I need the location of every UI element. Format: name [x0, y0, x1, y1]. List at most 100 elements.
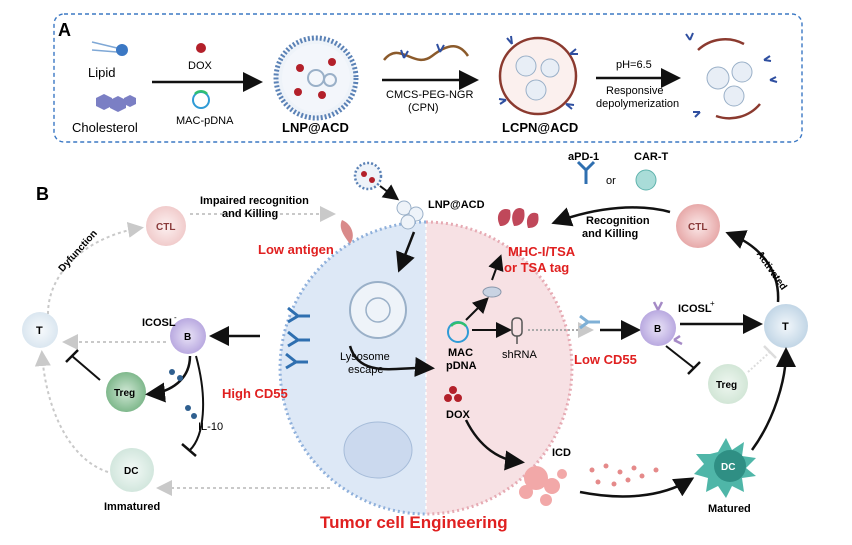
- lnp-small-icon: [353, 161, 424, 230]
- ctl-right-label: CTL: [688, 222, 707, 233]
- treg-right-cell: [708, 364, 748, 404]
- panel-b-letter: B: [36, 184, 49, 204]
- lnp-particle-icon: [273, 35, 359, 121]
- responsive-line2: depolymerization: [596, 98, 679, 110]
- shrna-icon: [511, 317, 523, 344]
- cd55-low-icon: [579, 314, 600, 330]
- lipid-icon: [91, 41, 128, 56]
- cpn-label-line2: (CPN): [408, 102, 439, 114]
- arrow-dox-icd: [464, 419, 525, 471]
- lcpn-label-a: LCPN@ACD: [502, 120, 578, 135]
- antigen-dots-icon: [589, 463, 659, 487]
- il10-dot-icon: [169, 369, 175, 375]
- t-left-cell: [22, 312, 58, 348]
- recog-line1: Recognition: [586, 215, 650, 227]
- arrow-dc-t-left: [34, 350, 109, 473]
- responsive-line1: Responsive: [606, 85, 663, 97]
- lipid-label: Lipid: [88, 65, 115, 80]
- arrow-mhc: [488, 254, 504, 281]
- icosl-receptor-icon: [652, 301, 664, 311]
- icosl-neg-sup: -: [174, 313, 177, 322]
- arrow-activated: [725, 230, 780, 303]
- inhibit-treg-t-right: [747, 351, 771, 373]
- panel-a-border: [53, 13, 803, 143]
- inhibit-b-treg: [665, 345, 695, 369]
- cart-cell-icon: [635, 169, 657, 191]
- dox-particle-icon: [196, 43, 206, 53]
- impaired-line1: Impaired recognition: [200, 195, 309, 207]
- mhc-line1: MHC-I/TSA: [508, 244, 576, 259]
- t-right-cell: [764, 304, 808, 348]
- mac-line2: pDNA: [446, 360, 477, 372]
- inhibit-il10-dc: [189, 355, 205, 451]
- low-antigen-label: Low antigen: [258, 242, 334, 257]
- apd1-antibody-icon: [576, 160, 596, 184]
- dysfunction-label: Dyfunction: [57, 228, 100, 274]
- depolymerized-particle-icon: [685, 32, 778, 120]
- cd55-high-icon: [285, 306, 310, 370]
- activated-label: Activated: [754, 249, 789, 292]
- arrow-lnp-in: [379, 184, 400, 201]
- dc-left-cell: [110, 448, 154, 492]
- mac-line1: MAC: [448, 347, 473, 359]
- treg-left-cell: [106, 372, 146, 412]
- ctl-right-cell: [676, 204, 720, 248]
- ctl-left-cell: [146, 206, 186, 246]
- lnp-label-a: LNP@ACD: [282, 120, 349, 135]
- icd-debris-icon: [519, 466, 567, 506]
- b-right-label: B: [654, 324, 661, 335]
- arrow-dc-t-right: [750, 347, 796, 451]
- lnp-label-b: LNP@ACD: [428, 199, 485, 211]
- icosl-pos-sup: +: [710, 299, 715, 308]
- dox-icon: [444, 394, 452, 402]
- t-right-label: T: [782, 321, 789, 333]
- treg-right-label: Treg: [716, 380, 737, 391]
- il10-label: IL-10: [198, 421, 223, 433]
- b-right-cell: [640, 310, 676, 346]
- lysosome-icon: [349, 281, 407, 339]
- apd1-label: aPD-1: [568, 151, 599, 163]
- b-left-label: B: [184, 332, 191, 343]
- ribosome-icon: [482, 286, 502, 298]
- plasmid-icon: [192, 90, 210, 109]
- b-left-cell: [170, 318, 206, 354]
- dc-right-label: DC: [721, 462, 735, 473]
- dc-left-label: DC: [124, 466, 138, 477]
- low-antigen-icon: [340, 220, 353, 244]
- lysosome-line1: Lysosome: [340, 351, 390, 363]
- arrow-lnp-down: [396, 231, 416, 273]
- lcpn-particle-icon: [498, 35, 578, 116]
- cholesterol-label: Cholesterol: [72, 120, 138, 135]
- arrow-lysosome: [348, 345, 435, 377]
- icosl-neg-label: ICOSL: [142, 317, 176, 329]
- nucleus-icon: [343, 421, 413, 479]
- low-cd55-label: Low CD55: [574, 352, 637, 367]
- cpn-label-line1: CMCS-PEG-NGR: [386, 89, 473, 101]
- panel-a-letter: A: [58, 20, 71, 40]
- inhibit-treg-t: [71, 355, 101, 381]
- diagram-title: Tumor cell Engineering: [320, 513, 508, 532]
- high-cd55-label: High CD55: [222, 386, 288, 401]
- icosl-pos-label: ICOSL: [678, 303, 712, 315]
- arrow-dysfunction: [47, 222, 144, 315]
- cholesterol-icon: [96, 94, 136, 112]
- icd-label: ICD: [552, 447, 571, 459]
- matured-label: Matured: [708, 503, 751, 515]
- t-left-label: T: [36, 325, 43, 337]
- dox-label-b: DOX: [446, 409, 471, 421]
- cart-label: CAR-T: [634, 151, 668, 163]
- mhc-line2: or TSA tag: [504, 260, 569, 275]
- or-label: or: [606, 175, 616, 187]
- mhc-icon: [497, 207, 539, 228]
- mac-pdna-label-a: MAC-pDNA: [176, 115, 234, 127]
- shrna-label: shRNA: [502, 349, 538, 361]
- arrow-tsa: [465, 297, 489, 321]
- arrow-b-treg: [145, 355, 192, 403]
- ph-label: pH=6.5: [616, 59, 652, 71]
- immatured-label: Immatured: [104, 501, 160, 513]
- arrow-icd-dc: [579, 477, 695, 498]
- arrow-recognition: [551, 206, 671, 227]
- impaired-line2: and Killing: [222, 208, 278, 220]
